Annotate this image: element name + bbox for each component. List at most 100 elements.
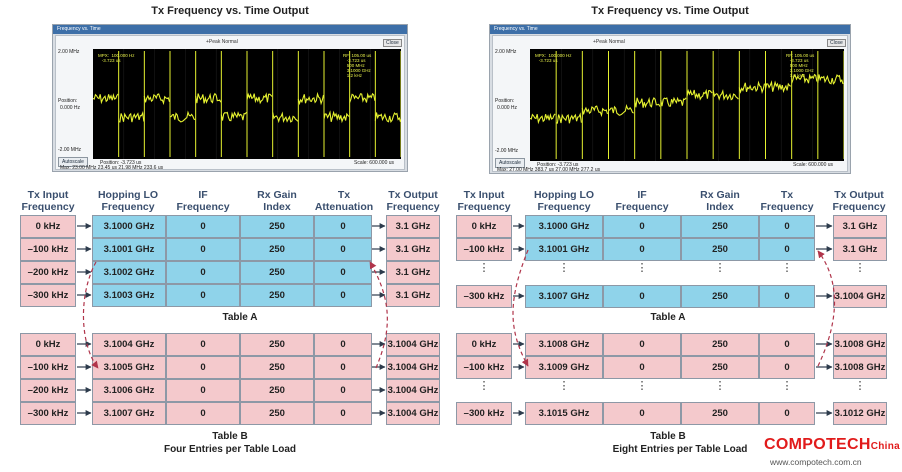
if-cell: 0 — [166, 284, 240, 307]
header-tx-output-left: Tx Output Frequency — [386, 189, 440, 213]
position-label: Position: — [58, 98, 78, 104]
scope-titlebar: Frequency vs. Time — [490, 25, 850, 34]
atten-cell: 0 — [314, 215, 372, 238]
input-cell: –300 kHz — [456, 285, 512, 308]
trace-segment — [323, 110, 350, 124]
ellipsis: ⋮ — [636, 262, 648, 274]
header-if-right: IF Frequency — [615, 189, 669, 213]
scope-window-right: Frequency vs. Time +Peak Normal Close 2.… — [489, 24, 851, 174]
gain-cell: 250 — [681, 238, 759, 261]
atten-cell: 0 — [314, 356, 372, 379]
ellipsis: ⋮ — [478, 262, 490, 274]
if-cell: 0 — [603, 356, 681, 379]
tx-frequency-cell: 0 — [759, 238, 815, 261]
gain-cell: 250 — [240, 356, 314, 379]
status-line: Max: 23.00 MHz 23.45 us 21.98 MHz 233.6 … — [60, 165, 164, 171]
trace-segment — [634, 96, 661, 109]
header-rx-gain-left: Rx Gain Index — [257, 189, 297, 213]
trace-segment — [581, 105, 609, 118]
ellipsis: ⋮ — [636, 380, 648, 392]
table-switch-arrows — [82, 249, 836, 369]
header-tx-input-left: Tx Input Frequency — [21, 189, 75, 213]
close-button[interactable]: Close — [827, 39, 846, 47]
close-button[interactable]: Close — [383, 39, 402, 47]
lo-cell: 3.1004 GHz — [92, 333, 166, 356]
autoscale-button[interactable]: Autoscale — [58, 157, 88, 167]
scope-window-left: Frequency vs. Time +Peak Normal Close 2.… — [52, 24, 408, 172]
output-cell: 3.1004 GHz — [386, 402, 440, 425]
atten-cell: 0 — [314, 238, 372, 261]
table-a-label-left: Table A — [222, 312, 258, 323]
trace-segment — [686, 88, 713, 101]
header-hopping-lo-left: Hopping LO Frequency — [97, 189, 159, 213]
if-cell: 0 — [166, 356, 240, 379]
peak-label: +Peak Normal — [593, 39, 625, 45]
header-if-left: IF Frequency — [176, 189, 230, 213]
trace-segment — [143, 93, 171, 106]
atten-cell: 0 — [314, 261, 372, 284]
input-cell: –300 kHz — [456, 402, 512, 425]
input-cell: 0 kHz — [20, 333, 76, 356]
input-cell: –100 kHz — [456, 238, 512, 261]
gain-cell: 250 — [681, 402, 759, 425]
header-tx-output-right: Tx Output Frequency — [832, 189, 886, 213]
if-cell: 0 — [603, 402, 681, 425]
ellipsis: ⋮ — [781, 262, 793, 274]
if-cell: 0 — [166, 215, 240, 238]
gain-cell: 250 — [240, 238, 314, 261]
output-cell: 3.1 GHz — [833, 215, 887, 238]
right-plot-title: Tx Frequency vs. Time Output — [591, 5, 749, 17]
trace-segment — [246, 92, 273, 105]
lo-cell: 3.1007 GHz — [525, 285, 603, 308]
atten-cell: 0 — [314, 284, 372, 307]
trace-segment — [374, 112, 402, 123]
ellipsis: ⋮ — [854, 380, 866, 392]
output-cell: 3.1012 GHz — [833, 402, 887, 425]
if-cell: 0 — [166, 238, 240, 261]
tx-frequency-cell: 0 — [759, 285, 815, 308]
scope-screen: MPX: 100.000 Hz -3.723 us RF: 105.00 us … — [92, 49, 402, 159]
brand-suffix: China — [870, 441, 900, 452]
tx-frequency-cell: 0 — [759, 356, 815, 379]
brand-name: COMPOTECH — [764, 436, 871, 453]
atten-cell: 0 — [314, 402, 372, 425]
top-frequency-label: 2.00 MHz — [495, 49, 517, 55]
frequency-trace-left — [92, 49, 402, 159]
ellipsis: ⋮ — [478, 380, 490, 392]
gain-cell: 250 — [240, 333, 314, 356]
input-cell: –100 kHz — [456, 356, 512, 379]
input-cell: 0 kHz — [20, 215, 76, 238]
trace-segment — [118, 111, 145, 123]
trace-segment — [529, 112, 556, 125]
gain-cell: 250 — [240, 284, 314, 307]
lo-cell: 3.1003 GHz — [92, 284, 166, 307]
frequency-trace-right — [529, 49, 845, 161]
if-cell: 0 — [603, 238, 681, 261]
top-frequency-label: 2.00 MHz — [58, 49, 80, 55]
input-cell: –300 kHz — [20, 284, 76, 307]
if-cell: 0 — [603, 285, 681, 308]
trace-segment — [169, 110, 196, 123]
position-value: 0.000 Hz — [497, 105, 518, 111]
if-cell: 0 — [166, 402, 240, 425]
brand-url: www.compotech.com.cn — [770, 457, 862, 467]
scale-readout: Scale: 600.000 us — [793, 162, 834, 168]
lo-cell: 3.1001 GHz — [92, 238, 166, 261]
trace-segment — [817, 74, 844, 85]
autoscale-button[interactable]: Autoscale — [495, 158, 525, 168]
scope-titlebar: Frequency vs. Time — [53, 25, 407, 34]
input-cell: –300 kHz — [20, 402, 76, 425]
lo-cell: 3.1007 GHz — [92, 402, 166, 425]
trace-segment — [220, 111, 247, 122]
scope-panel: +Peak Normal Close 2.00 MHz Position: 0.… — [492, 35, 848, 173]
row-arrows-left — [77, 223, 386, 416]
table-b-label-right: Table B — [650, 431, 686, 442]
position-label: Position: — [495, 98, 515, 104]
scope-screen: MPX: 100.000 Hz -3.723 us RF: 105.00 us … — [529, 49, 845, 161]
if-cell: 0 — [603, 333, 681, 356]
trace-segment — [92, 92, 119, 105]
readout-right: RF: 105.00 us -3.723 us 500 MHz 3.1000 G… — [343, 53, 372, 78]
lo-cell: 3.1000 GHz — [525, 215, 603, 238]
scope-panel: +Peak Normal Close 2.00 MHz Position: 0.… — [55, 35, 405, 171]
output-cell: 3.1004 GHz — [386, 333, 440, 356]
